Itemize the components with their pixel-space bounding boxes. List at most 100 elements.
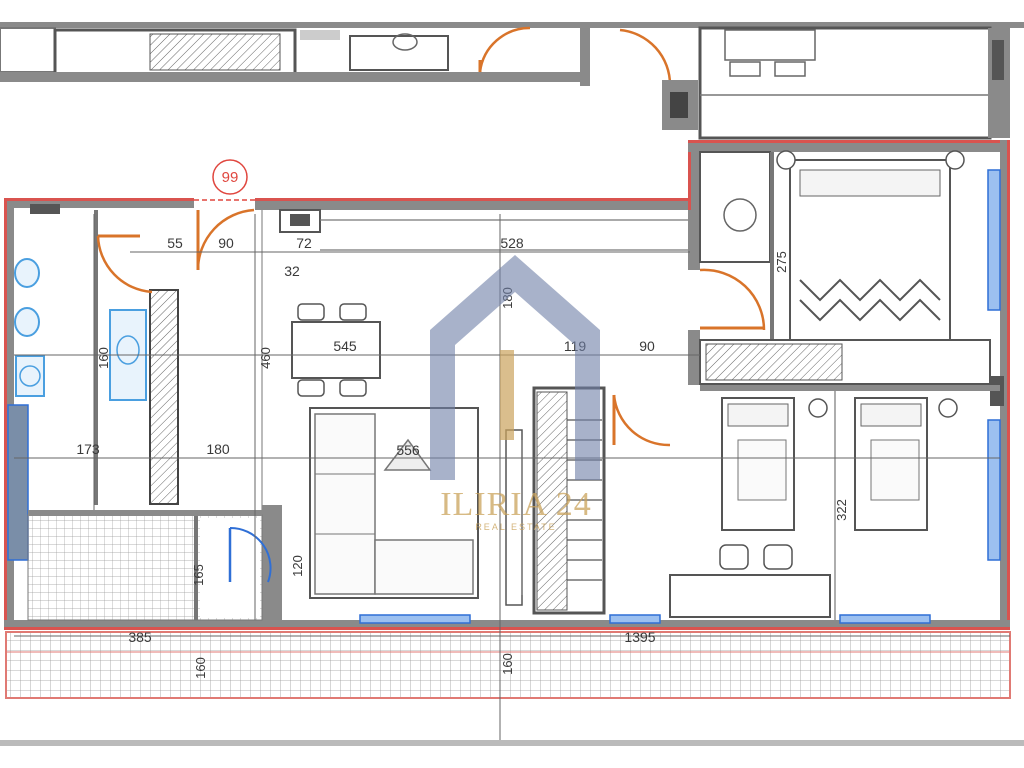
top-wall-left-accent: [4, 198, 194, 201]
bath-window: [7, 404, 29, 561]
upper-partition: [580, 28, 590, 86]
bed-2-pillow: [860, 403, 922, 427]
dim-v-kids: 322: [834, 499, 849, 521]
kids-window: [987, 419, 1001, 561]
upper-cabinet: [349, 35, 449, 71]
terrace-outline: [5, 631, 1011, 699]
apartment-walls: [4, 140, 1010, 630]
ensuite-cabinet: [699, 151, 771, 263]
dim-v-bed: 275: [774, 251, 789, 273]
kids-bedroom: [609, 385, 1001, 624]
balcony-door-arc: [229, 526, 272, 583]
dim-528: 528: [500, 235, 524, 251]
dim-v-terrace: 160: [193, 657, 208, 679]
top-wall-right-accent: [688, 140, 1008, 143]
watermark-house-icon: [430, 255, 600, 480]
top-wall-mid-accent: [255, 198, 695, 201]
bedroom-partition: [770, 152, 774, 382]
right-wall-accent: [1007, 140, 1010, 630]
bathroom: [7, 204, 179, 561]
kids-window-bottom-2: [839, 614, 931, 624]
wardrobe-hatch-2: [705, 343, 843, 381]
study-desk: [669, 574, 831, 618]
watermark-brand: ILIRIA 24: [440, 486, 592, 523]
step-wall-accent: [688, 140, 691, 210]
watermark-bar-icon: [500, 350, 514, 440]
upper-right-column: [992, 40, 1004, 80]
upper-wall-stub: [300, 30, 340, 40]
living-window: [359, 614, 471, 624]
lower-outline: [0, 740, 1024, 746]
chair-4: [339, 379, 367, 397]
kids-nightstand-1-icon: [808, 398, 828, 418]
sofa-seat: [314, 413, 376, 595]
bed-blanket-pattern: [799, 278, 941, 302]
toilet-icon: [14, 307, 40, 337]
dim-v-living: 460: [258, 347, 273, 369]
upper-chair-2: [774, 61, 806, 77]
living-column: [262, 505, 282, 620]
dim-556: 556: [396, 442, 420, 458]
dim-90-mid: 90: [639, 338, 655, 354]
coffee-table: [383, 438, 432, 471]
watermark: ILIRIA 24 REAL ESTATE: [430, 255, 600, 532]
bath-partition: [94, 210, 98, 505]
upper-wall-line: [0, 72, 580, 82]
bidet-icon: [14, 258, 40, 288]
dim-v-terrace-mid: 160: [500, 653, 515, 675]
top-wall-left: [4, 198, 194, 208]
bed-1-blanket: [737, 439, 787, 501]
bottom-room-wall-accent: [4, 627, 1010, 630]
dim-55: 55: [167, 235, 183, 251]
dim-385: 385: [128, 629, 152, 645]
left-balcony: [27, 510, 272, 621]
upper-table: [724, 29, 816, 61]
nightstand-left-icon: [776, 150, 796, 170]
watermark-tagline: REAL ESTATE: [475, 522, 556, 532]
dim-v-entry: 165: [191, 564, 206, 586]
bed-2-blanket: [870, 439, 920, 501]
upper-stair: [149, 33, 281, 71]
balcony-divider: [194, 516, 198, 620]
ensuite-toilet-icon: [723, 198, 757, 232]
desk-chair-1: [719, 544, 749, 570]
shower-drain-icon: [19, 365, 41, 387]
dim-90-top: 90: [218, 235, 234, 251]
bed-pillows: [799, 169, 941, 197]
living-room: [261, 209, 690, 624]
kids-top-wall: [700, 385, 1000, 391]
dim-180: 180: [206, 441, 230, 457]
upper-chair-1: [729, 61, 761, 77]
dim-1395: 1395: [624, 629, 655, 645]
corridor-wall-upper: [688, 210, 700, 270]
top-outer-wall: [0, 22, 1024, 28]
dim-v-bath: 160: [96, 347, 111, 369]
entry: 99: [194, 159, 255, 271]
terrace: [0, 631, 1024, 746]
unit-number: 99: [222, 169, 239, 186]
dimension-lines: [14, 214, 1010, 740]
upper-unit: [0, 22, 1024, 140]
bath-door-arc: [96, 235, 153, 294]
left-wall-accent: [4, 198, 7, 630]
upper-room-left: [0, 27, 56, 73]
sofa-chaise: [374, 539, 474, 595]
appliance-core: [290, 214, 310, 226]
corridor-wall-lower: [688, 330, 700, 385]
kids-nightstand-2-icon: [938, 398, 958, 418]
bedroom-door-arc: [699, 268, 766, 331]
corridor-door-arc: [612, 394, 671, 447]
nightstand-right-icon: [945, 150, 965, 170]
sink-icon: [116, 335, 140, 365]
terrace-tiles: [6, 632, 1010, 698]
wardrobe-hatch: [149, 289, 179, 505]
unit-number-circle: [212, 159, 248, 195]
dim-v-sofa: 120: [290, 555, 305, 577]
bed-1-pillow: [727, 403, 789, 427]
stair-wall-hatch: [536, 391, 568, 611]
right-wall: [1000, 140, 1010, 630]
dim-32: 32: [284, 263, 300, 279]
upper-door-arc-2: [619, 28, 672, 86]
dim-173: 173: [76, 441, 100, 457]
